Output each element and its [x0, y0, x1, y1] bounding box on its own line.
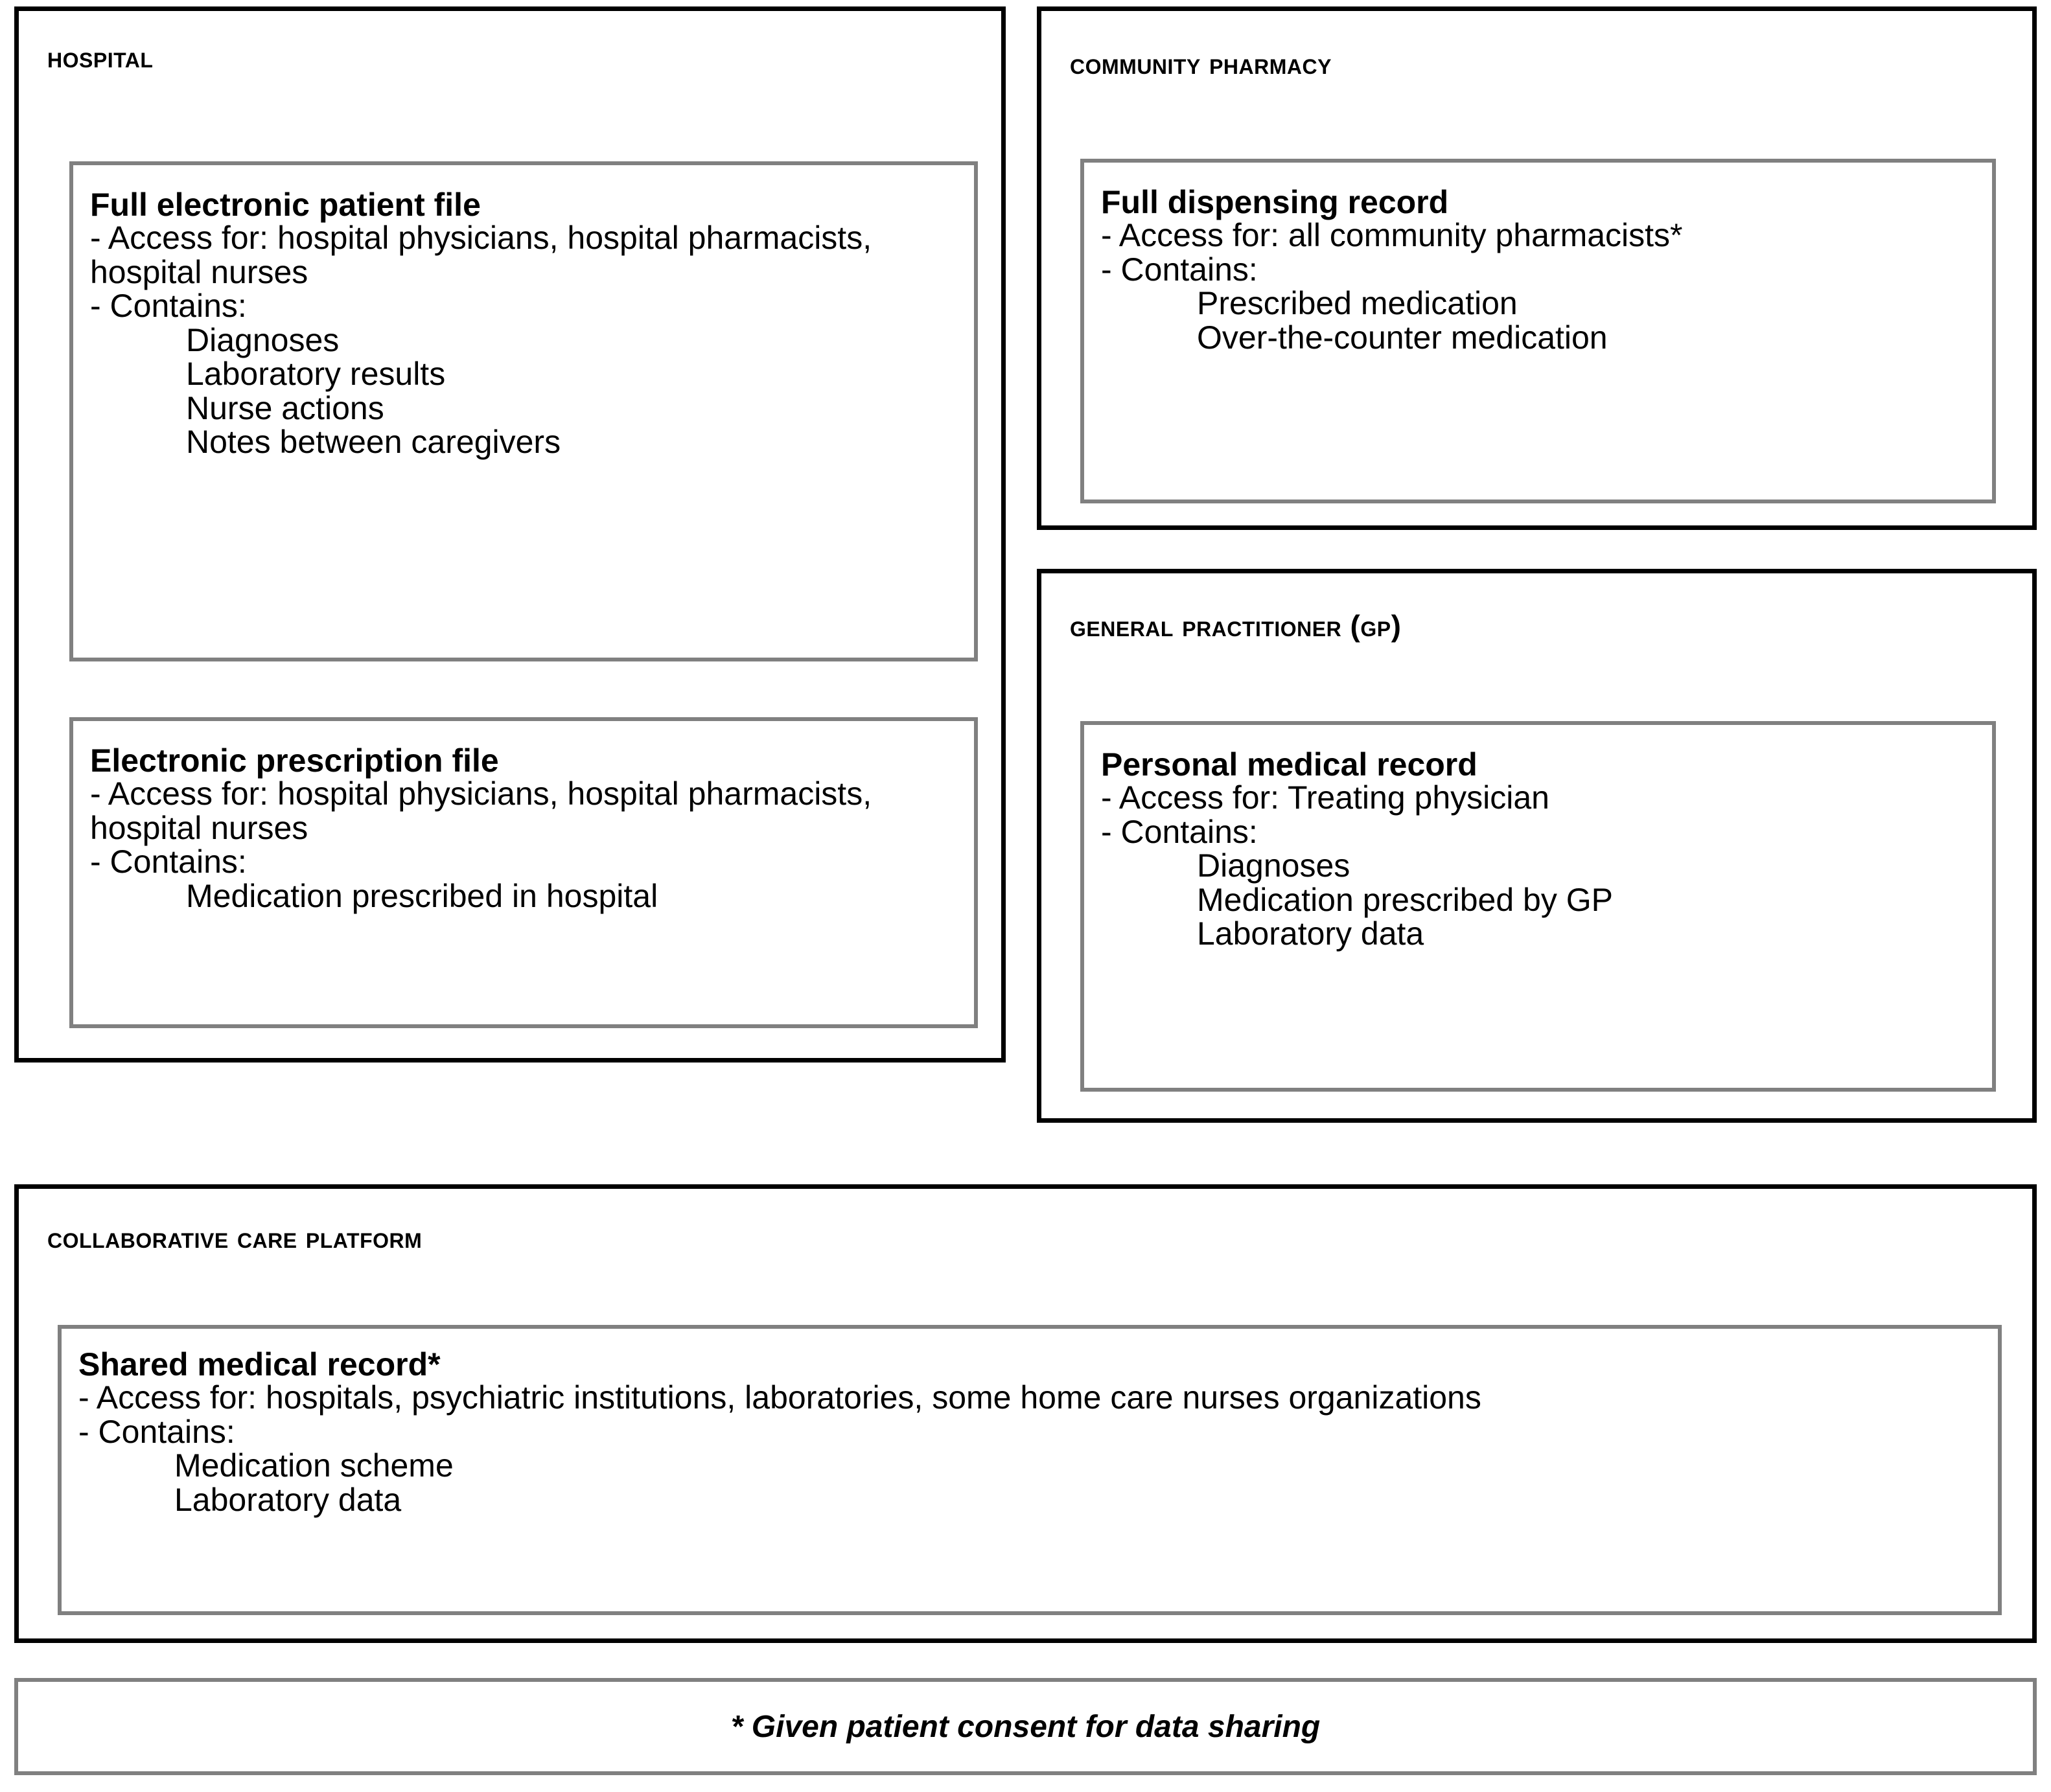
record-access-line: - Access for: hospital physicians, hospi…	[90, 220, 872, 290]
record-contains-item: Notes between caregivers	[186, 424, 561, 460]
record-contains-item: Laboratory data	[1197, 915, 1424, 952]
record-access-line: - Access for: all community pharmacists*	[1101, 217, 1683, 253]
record-title: Personal medical record	[1101, 746, 1477, 783]
record-box-shared-medical-record: Shared medical record* - Access for: hos…	[58, 1325, 2002, 1615]
footnote-text: * Given patient consent for data sharing	[730, 1709, 1321, 1744]
record-contains-item: Diagnoses	[186, 321, 340, 358]
community-pharmacy-panel-title: Community pharmacy	[1070, 47, 1332, 80]
collaborative-care-platform-panel-title: Collaborative Care Platform	[47, 1221, 423, 1254]
record-box-personal-medical-record: Personal medical record - Access for: Tr…	[1080, 721, 1996, 1092]
record-contains-item: Laboratory data	[174, 1481, 402, 1518]
record-contains-label: - Contains:	[90, 288, 247, 324]
record-contains-label: - Contains:	[90, 844, 247, 880]
record-contains-item: Over-the-counter medication	[1197, 319, 1608, 356]
general-practitioner-panel-title: General Practitioner (GP)	[1070, 609, 1402, 643]
community-pharmacy-panel: Community pharmacy Full dispensing recor…	[1037, 6, 2037, 530]
record-box-full-dispensing-record: Full dispensing record - Access for: all…	[1080, 159, 1996, 503]
record-title: Shared medical record*	[78, 1346, 441, 1383]
record-contains-label: - Contains:	[1101, 813, 1258, 850]
record-contains-label: - Contains:	[78, 1413, 235, 1450]
record-access-line: - Access for: hospitals, psychiatric ins…	[78, 1379, 1481, 1416]
record-access-line: - Access for: Treating physician	[1101, 779, 1549, 816]
record-box-full-electronic-patient-file: Full electronic patient file - Access fo…	[69, 161, 978, 661]
record-box-electronic-prescription-file: Electronic prescription file - Access fo…	[69, 717, 978, 1028]
record-contains-item: Medication prescribed in hospital	[186, 877, 658, 914]
general-practitioner-panel: General Practitioner (GP) Personal medic…	[1037, 569, 2037, 1123]
collaborative-care-platform-panel: Collaborative Care Platform Shared medic…	[14, 1184, 2037, 1643]
hospital-panel: Hospital Full electronic patient file - …	[14, 6, 1006, 1063]
record-access-line: - Access for: hospital physicians, hospi…	[90, 775, 872, 846]
record-title: Full electronic patient file	[90, 187, 481, 223]
record-contains-item: Laboratory results	[186, 356, 446, 392]
record-contains-item: Diagnoses	[1197, 847, 1350, 884]
record-contains-item: Nurse actions	[186, 389, 384, 426]
record-title: Full dispensing record	[1101, 184, 1449, 220]
record-contains-item: Medication scheme	[174, 1447, 454, 1484]
hospital-panel-title: Hospital	[47, 40, 154, 74]
record-contains-item: Medication prescribed by GP	[1197, 881, 1613, 918]
record-title: Electronic prescription file	[90, 742, 499, 779]
record-contains-item: Prescribed medication	[1197, 285, 1518, 321]
record-contains-label: - Contains:	[1101, 251, 1258, 288]
footnote-box: * Given patient consent for data sharing	[14, 1678, 2037, 1775]
